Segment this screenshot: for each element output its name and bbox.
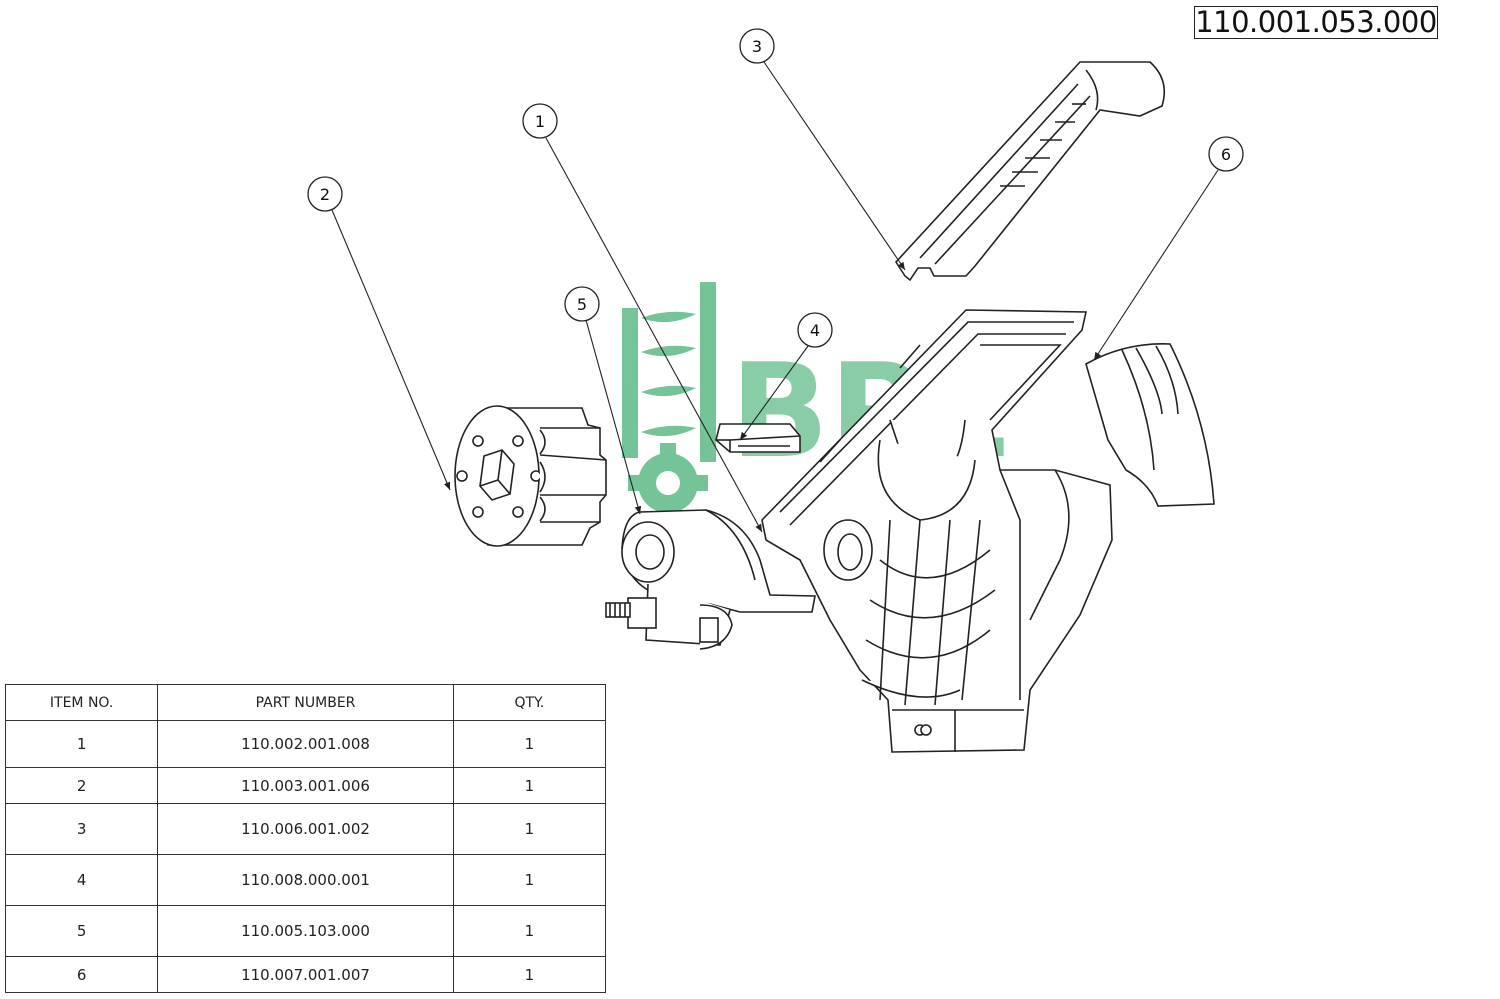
leader-4 — [739, 345, 809, 441]
table-row: 4 110.008.000.001 1 — [4, 854, 607, 906]
cell-part-number: 110.006.001.002 — [157, 803, 454, 855]
cell-part-number: 110.008.000.001 — [157, 854, 454, 906]
part-5-clamp-bracket — [605, 509, 816, 650]
balloon-3: 3 — [739, 28, 775, 64]
leader-6 — [1093, 169, 1219, 361]
svg-text:1: 1 — [535, 112, 545, 131]
part-3-rail — [894, 61, 1166, 282]
balloon-1: 1 — [522, 103, 558, 139]
svg-text:4: 4 — [810, 321, 820, 340]
leader-lines — [331, 61, 1219, 533]
balloon-4: 4 — [797, 312, 833, 348]
table-row: 1 110.002.001.008 1 — [4, 720, 607, 768]
table-row: 3 110.006.001.002 1 — [4, 803, 607, 855]
cell-item: 3 — [4, 803, 159, 855]
table-header-row: ITEM NO. PART NUMBER QTY. — [4, 684, 607, 721]
header-part-number: PART NUMBER — [157, 684, 454, 721]
cell-qty: 1 — [452, 956, 607, 993]
balloon-5: 5 — [564, 286, 600, 322]
svg-text:5: 5 — [577, 295, 587, 314]
item-balloons: 1 2 3 4 5 6 — [307, 28, 1244, 348]
svg-text:6: 6 — [1221, 145, 1231, 164]
part-1-main-housing — [761, 309, 1113, 753]
cell-part-number: 110.005.103.000 — [157, 905, 454, 957]
cell-part-number: 110.007.001.007 — [157, 956, 454, 993]
document-number: 110.001.053.000 — [1194, 5, 1438, 39]
cell-qty: 1 — [452, 720, 607, 768]
leader-1 — [545, 137, 763, 533]
cell-qty: 1 — [452, 854, 607, 906]
cell-item: 1 — [4, 720, 159, 768]
cell-item: 2 — [4, 767, 159, 804]
table-row: 5 110.005.103.000 1 — [4, 905, 607, 957]
svg-text:2: 2 — [320, 185, 330, 204]
part-4-block — [715, 423, 801, 453]
leader-3 — [763, 61, 906, 271]
table-row: 2 110.003.001.006 1 — [4, 767, 607, 804]
bill-of-materials-table: ITEM NO. PART NUMBER QTY. 1 110.002.001.… — [4, 684, 607, 993]
leader-2 — [331, 209, 451, 491]
header-qty: QTY. — [452, 684, 607, 721]
balloon-2: 2 — [307, 176, 343, 212]
balloon-6: 6 — [1208, 136, 1244, 172]
cell-part-number: 110.003.001.006 — [157, 767, 454, 804]
cell-qty: 1 — [452, 905, 607, 957]
cell-item: 6 — [4, 956, 159, 993]
svg-text:3: 3 — [752, 37, 762, 56]
part-2-sprocket-hub — [454, 405, 607, 547]
cell-part-number: 110.002.001.008 — [157, 720, 454, 768]
cell-item: 4 — [4, 854, 159, 906]
cell-qty: 1 — [452, 803, 607, 855]
cell-qty: 1 — [452, 767, 607, 804]
table-row: 6 110.007.001.007 1 — [4, 956, 607, 993]
part-6-cover — [1085, 343, 1215, 507]
header-item-no: ITEM NO. — [4, 684, 159, 721]
cell-item: 5 — [4, 905, 159, 957]
leader-5 — [585, 319, 642, 515]
